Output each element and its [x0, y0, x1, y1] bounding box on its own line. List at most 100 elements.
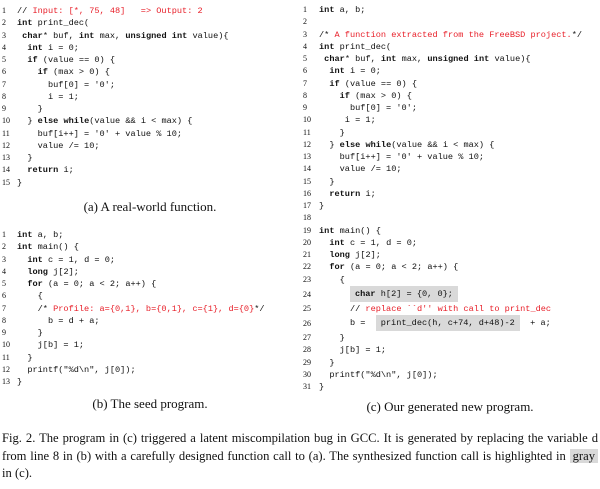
code-line: 27 } — [303, 332, 598, 344]
keyword: if — [37, 67, 48, 78]
code-line: 12 value /= 10; — [2, 140, 292, 152]
code-text: long j[2]; — [27, 266, 79, 277]
keyword: long — [27, 266, 48, 277]
keyword: for — [329, 262, 345, 273]
code-line: 5 if (value == 0) { — [2, 54, 292, 66]
code-line: 7 buf[0] = '0'; — [2, 79, 292, 91]
code-line: 12 } else while(value && i < max) { — [303, 139, 598, 151]
code-text: int i = 0; — [27, 42, 79, 53]
keyword: char — [324, 54, 345, 64]
code-comment: Profile: a={0,1}, b={0,1}, c={1}, d={0} — [53, 303, 255, 314]
code-text: for (a = 0; a < 2; a++) { — [27, 279, 157, 289]
line-number: 2 — [2, 242, 6, 252]
code-comment: A function extracted from the FreeBSD pr… — [334, 29, 572, 40]
line-number: 22 — [303, 262, 311, 272]
code-text: } — [17, 377, 23, 387]
code-text: /* A function extracted from the FreeBSD… — [319, 29, 583, 40]
line-number: 8 — [2, 315, 6, 325]
code-text: int c = 1, d = 0; — [329, 237, 418, 248]
keyword: int — [473, 54, 490, 64]
code-line: 6 { — [2, 290, 292, 302]
code-text: if (max > 0) { — [37, 67, 110, 78]
keyword: return — [27, 165, 59, 176]
code-text: i = 1; — [319, 115, 376, 126]
code-text: j[b] = 1; — [17, 340, 85, 351]
code-text: /* Profile: a={0,1}, b={0,1}, c={1}, d={… — [17, 303, 265, 314]
keyword: int — [319, 5, 335, 15]
code-line: 1// Input: [*, 75, 48] => Output: 2 — [2, 5, 292, 17]
code-text: } — [319, 176, 335, 187]
keyword: if — [27, 55, 38, 65]
figure-caption-text: Fig. 2. The program in (c) triggered a l… — [2, 431, 598, 463]
line-number: 9 — [2, 328, 6, 337]
line-number: 4 — [2, 266, 6, 276]
code-text: b = print_dec(h, c+74, d+48)-2 + a; — [319, 315, 551, 332]
line-number: 10 — [2, 116, 10, 126]
line-number: 27 — [303, 333, 311, 342]
line-number: 17 — [303, 201, 311, 210]
code-line: 11 } — [2, 352, 292, 364]
code-text: } — [17, 177, 23, 188]
code-text: return i; — [27, 165, 74, 176]
code-line: 18 — [303, 212, 598, 224]
code-text: buf[0] = '0'; — [319, 103, 417, 113]
line-number: 1 — [303, 5, 307, 14]
code-line: 20 int c = 1, d = 0; — [303, 237, 598, 249]
line-number: 12 — [303, 139, 311, 149]
code-line: 14 return i; — [2, 164, 292, 176]
line-number: 4 — [2, 42, 6, 52]
line-number: 9 — [2, 104, 6, 113]
code-line: 23 { — [303, 274, 598, 286]
code-line: 6 if (max > 0) { — [2, 66, 292, 78]
code-line: 10 j[b] = 1; — [2, 339, 292, 351]
code-line: 4 long j[2]; — [2, 266, 292, 278]
line-number: 18 — [303, 213, 311, 223]
line-number: 3 — [303, 29, 307, 39]
code-text: buf[i++] = '0' + value % 10; — [17, 128, 183, 139]
code-text: } — [17, 153, 33, 163]
keyword: int — [27, 254, 43, 265]
line-number: 15 — [303, 176, 311, 186]
line-number: 6 — [2, 67, 6, 77]
code-text: } — [319, 333, 345, 343]
keyword: if — [329, 78, 340, 89]
keyword: for — [27, 279, 43, 289]
keyword: int — [329, 66, 345, 77]
line-number: 31 — [303, 382, 311, 391]
code-line: 8 b = d + a; — [2, 315, 292, 327]
code-line: 11 buf[i++] = '0' + value % 10; — [2, 128, 292, 140]
keyword: char — [22, 30, 43, 41]
keyword: else — [339, 139, 361, 150]
line-number: 13 — [2, 153, 10, 162]
code-line: 31} — [303, 381, 598, 393]
code-line: 5 for (a = 0; a < 2; a++) { — [2, 278, 292, 290]
line-number: 12 — [2, 364, 10, 374]
keyword: long — [329, 250, 350, 260]
line-number: 25 — [303, 303, 311, 313]
code-line: 9 buf[0] = '0'; — [303, 102, 598, 114]
line-number: 5 — [303, 54, 307, 63]
line-number: 21 — [303, 250, 311, 259]
code-text: char* buf, int max, unsigned int value){ — [22, 30, 229, 41]
line-number: 13 — [2, 377, 10, 386]
code-text: int print_dec( — [17, 18, 90, 29]
code-line: 21 long j[2]; — [303, 249, 598, 261]
code-line: 26 b = print_dec(h, c+74, d+48)-2 + a; — [303, 315, 598, 332]
caption-b: (b) The seed program. — [92, 396, 208, 411]
keyword: char — [354, 288, 376, 299]
code-line: 13 buf[i++] = '0' + value % 10; — [303, 151, 598, 163]
code-text: } — [17, 104, 43, 114]
code-text: long j[2]; — [329, 250, 381, 260]
code-line: 10 i = 1; — [303, 114, 598, 126]
code-text: int main() { — [17, 242, 79, 253]
code-line: 28 j[b] = 1; — [303, 344, 598, 356]
figure-caption: Fig. 2. The program in (c) triggered a l… — [2, 430, 598, 483]
keyword: if — [339, 90, 350, 101]
keyword: int — [17, 242, 33, 253]
line-number: 6 — [303, 66, 307, 76]
code-line: 3 /* A function extracted from the FreeBS… — [303, 29, 598, 41]
line-number: 7 — [2, 303, 6, 313]
code-line: 6 int i = 0; — [303, 65, 598, 77]
